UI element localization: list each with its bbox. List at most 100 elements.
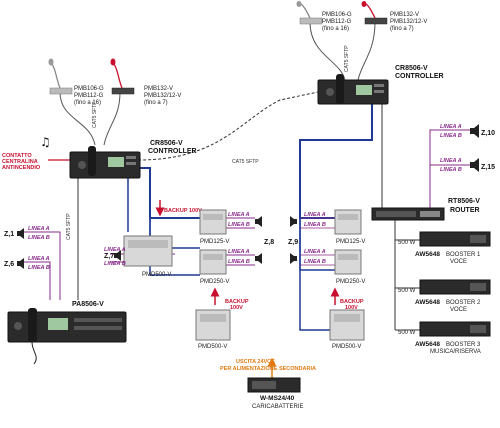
mic-left-gray-l2: PMB112-G xyxy=(74,93,104,99)
power-out-l1: USCITA 24VCC xyxy=(236,359,275,365)
z7-line-a: LINEA A xyxy=(104,247,126,253)
backup-3-l1: BACKUP xyxy=(340,299,364,305)
pmd500-bottom-left-label: PMD500-V xyxy=(198,344,227,350)
router-role: ROUTER xyxy=(450,207,480,214)
zone-lines-pa xyxy=(22,231,61,300)
speaker-icon-z7 xyxy=(114,250,121,261)
mic-left-red-l2: PMB132/12-V xyxy=(144,93,181,99)
pmd250-right-label: PMD250-V xyxy=(336,279,365,285)
router-device xyxy=(371,207,445,221)
mic-cable-r1 xyxy=(309,21,346,81)
mic-cable-l2 xyxy=(103,91,121,146)
mic-left-red-l1: PMB132-V xyxy=(144,86,173,92)
cat5-link-label: CAT5 SFTP xyxy=(232,159,259,165)
z9-line-b-2: LINEA B xyxy=(304,259,326,265)
cat5-vertical-label: CAT5 SFTP xyxy=(66,213,72,240)
cat5-right-top-label: CAT5 SFTP xyxy=(344,45,350,72)
controller-left-role: CONTROLLER xyxy=(148,148,197,155)
controller-left-model: CR8506-V xyxy=(150,140,183,147)
controller-right-role: CONTROLLER xyxy=(395,73,444,80)
mic-cable-r2 xyxy=(357,21,376,81)
speaker-icon-z8b xyxy=(255,253,262,264)
speaker-icon-z15 xyxy=(470,158,479,172)
pmd250-left-label: PMD250-V xyxy=(200,279,229,285)
zone-z15: Z,15 xyxy=(481,164,495,171)
booster-1-use: VOCE xyxy=(450,259,467,265)
zone-lines-z8 xyxy=(225,217,255,266)
booster-1-name: BOOSTER 1 xyxy=(446,252,481,258)
speaker-icon-z6 xyxy=(17,258,24,269)
backup-2-l1: BACKUP xyxy=(225,299,249,305)
pa-device xyxy=(7,308,127,365)
pmd500-left-device xyxy=(123,235,173,267)
mic-red-right xyxy=(361,1,388,25)
z7-line-b: LINEA B xyxy=(104,261,126,267)
pmd125-right-label: PMD125-V xyxy=(336,239,365,245)
mic-right-red-l3: (fino a 7) xyxy=(390,26,414,32)
speaker-icon-z8a xyxy=(255,216,262,227)
mic-cable-l1 xyxy=(59,91,96,146)
contact-l2: CENTRALINA xyxy=(2,159,38,165)
music-note-icon: ♫ xyxy=(40,135,51,149)
speaker-icon-z10 xyxy=(470,124,479,138)
zone-z7: Z,7 xyxy=(104,253,114,260)
power-out-l2: PER ALIMENTAZIONE SECONDARIA xyxy=(220,366,316,372)
zone-z10: Z,10 xyxy=(481,130,495,137)
contact-l1: CONTATTO xyxy=(2,153,32,159)
pmd125-left-device xyxy=(199,209,227,235)
zone-z6: Z,6 xyxy=(4,261,14,268)
mic-gray-left xyxy=(48,58,73,95)
booster-3-name: BOOSTER 3 xyxy=(446,342,481,348)
booster-3-model: AW5648 xyxy=(415,341,440,348)
mic-right-red-l2: PMB132/12-V xyxy=(390,19,427,25)
mic-right-gray-l2: PMB112-G xyxy=(322,19,352,25)
zone-z1: Z,1 xyxy=(4,231,14,238)
mic-right-gray-l3: (fino a 16) xyxy=(322,26,349,32)
pmd250-left-device xyxy=(199,249,227,275)
pmd125-right-device xyxy=(334,209,362,235)
blue-bus-left xyxy=(140,167,200,219)
booster-3-power: 500 W xyxy=(398,330,416,336)
mic-gray-right xyxy=(296,1,323,25)
router-model: RT8506-V xyxy=(448,198,480,205)
booster-2-name: BOOSTER 2 xyxy=(446,300,481,306)
mic-left-gray-l1: PMB106-G xyxy=(74,86,104,92)
z8-line-a-2: LINEA A xyxy=(228,249,250,255)
backup-2-l2: 100V xyxy=(230,305,243,311)
zone-z9: Z,9 xyxy=(288,239,298,246)
z10-line-b: LINEA B xyxy=(440,133,462,139)
pmd500-bottom-right-label: PMD500-V xyxy=(332,344,361,350)
z15-line-a: LINEA A xyxy=(440,158,462,164)
z10-line-a: LINEA A xyxy=(440,124,462,130)
booster-1-device xyxy=(419,231,491,247)
mic-left-gray-l3: (fino a 16) xyxy=(74,100,101,106)
power-desc: CARICABATTERIE xyxy=(252,404,304,410)
z8-line-a-1: LINEA A xyxy=(228,212,250,218)
blue-bus-right xyxy=(299,102,373,219)
mic-right-red-l1: PMB132-V xyxy=(390,12,419,18)
z8-line-b-2: LINEA B xyxy=(228,259,250,265)
z9-line-a-1: LINEA A xyxy=(304,212,326,218)
booster-2-use: VOCE xyxy=(450,307,467,313)
z15-line-b: LINEA B xyxy=(440,167,462,173)
pmd500-left-label: PMD500-V xyxy=(142,272,171,278)
booster-1-power: 500 W xyxy=(398,240,416,246)
z8-line-b-1: LINEA B xyxy=(228,222,250,228)
booster-2-device xyxy=(419,279,491,295)
controller-right-model: CR8506-V xyxy=(395,65,428,72)
pa-model: PA8506-V xyxy=(72,301,104,308)
booster-2-power: 500 W xyxy=(398,288,416,294)
power-model: W-MS24/40 xyxy=(260,395,295,402)
backup-3-l2: 100V xyxy=(345,305,358,311)
z9-line-b-1: LINEA B xyxy=(304,222,326,228)
pmd250-right-device xyxy=(334,249,362,275)
booster-3-use: MUSICA/RISERVA xyxy=(430,349,481,355)
z6-line-b: LINEA B xyxy=(28,265,50,271)
z1-line-b: LINEA B xyxy=(28,235,50,241)
zone-z8: Z,8 xyxy=(264,239,274,246)
z1-line-a: LINEA A xyxy=(28,226,50,232)
router-lines-out xyxy=(429,129,470,210)
charger-device xyxy=(247,377,301,393)
pmd500-bottom-left-device xyxy=(195,309,231,341)
